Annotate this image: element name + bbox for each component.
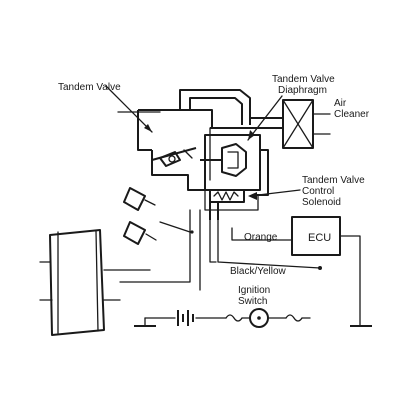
diaphragm-label-line2: Diaphragm — [278, 85, 327, 96]
leader-lines — [105, 85, 301, 200]
injector-lower — [123, 221, 194, 245]
ecu-box: ECU — [291, 216, 341, 256]
wiring-harness — [119, 209, 361, 326]
ignition-switch-label-line1: Ignition — [238, 285, 270, 296]
ecu-label: ECU — [308, 232, 331, 244]
solenoid-label-line2: Control — [302, 186, 334, 197]
diaphragm-label-line1: Tandem Valve — [272, 74, 335, 85]
tandem-valve-label: Tandem Valve — [58, 82, 121, 93]
air-cleaner — [282, 99, 331, 149]
air-cleaner-label-line1: Air — [334, 98, 347, 109]
black-yellow-wire-label: Black/Yellow — [230, 266, 287, 277]
ignition-circuit — [144, 308, 311, 328]
tandem-valve-diaphragm — [200, 134, 269, 211]
orange-wire-label: Orange — [244, 232, 278, 243]
control-solenoid — [209, 189, 245, 220]
solenoid-label-line1: Tandem Valve — [302, 175, 365, 186]
engine-block — [39, 229, 151, 336]
tandem-valve-linkage — [151, 147, 197, 167]
air-cleaner-label-line2: Cleaner — [334, 109, 370, 120]
tandem-valve-housing — [117, 109, 213, 191]
injector-upper — [123, 187, 156, 211]
ignition-switch-label-line2: Switch — [238, 296, 267, 307]
solenoid-label-line3: Solenoid — [302, 197, 341, 208]
air-hose — [179, 89, 283, 181]
ground-symbol-left — [134, 317, 156, 327]
